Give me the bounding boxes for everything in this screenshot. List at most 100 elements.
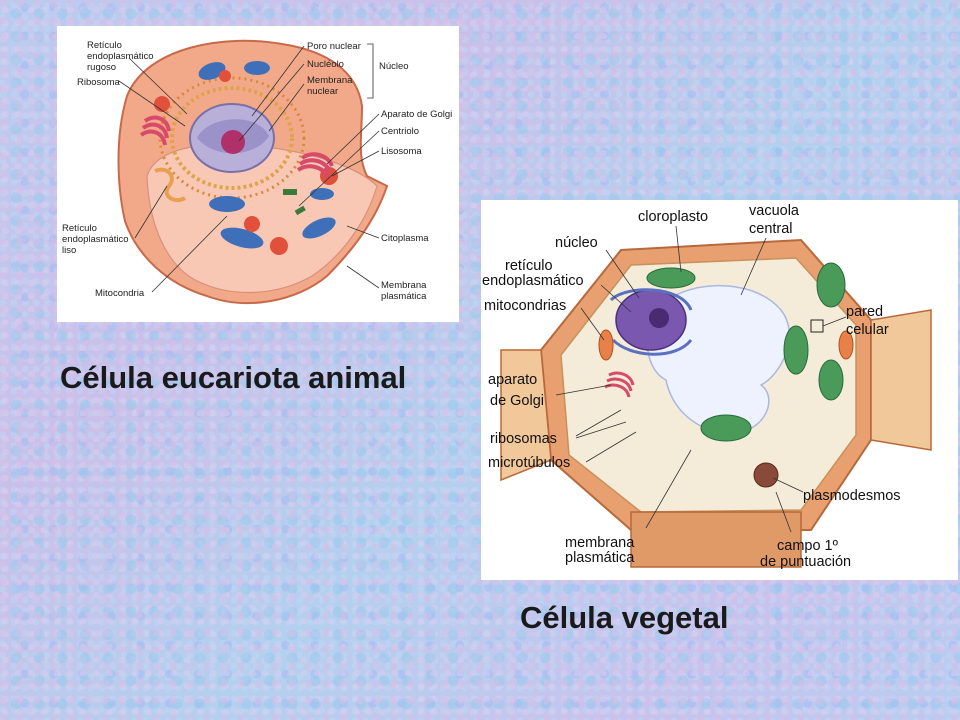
p-leader-pit-field [775,491,792,533]
label-golgi: Aparato de Golgi [381,109,452,120]
label-plasma-membrane-2: plasmática [381,291,427,302]
neighbour-cell-right [870,309,932,451]
label-smooth-er-2: endoplasmático [62,234,129,245]
p-label-plasmodesmata: plasmodesmos [803,488,901,504]
mitochondrion [310,188,334,200]
label-centriole: Centriolo [381,126,419,137]
leader-rer [128,57,188,115]
label-cytoplasm: Citoplasma [381,233,429,244]
p-leader-plasmodesmata [772,477,804,493]
mitochondrion [209,196,245,212]
p-label-ribosomes: ribosomas [490,431,557,447]
p-label-er-2: endoplasmático [482,273,584,289]
plant-nucleolus [649,308,669,328]
p-leader-chloroplast [675,225,682,273]
chloroplast [783,325,809,375]
mitochondrion [302,217,336,239]
neighbour-cell-left [500,349,552,482]
leader-nucleolus [238,63,305,142]
centriole [294,205,306,216]
p-label-pit-field-1: campo 1º [777,538,839,554]
lysosome [270,237,288,255]
chloroplast [818,359,844,401]
leader-lysosome [331,150,380,177]
plant-golgi [604,371,635,398]
label-rer-3: rugoso [87,62,116,73]
label-nuclear-pore: Poro nuclear [307,41,361,52]
mitochondrion [220,227,264,249]
label-nucleolus: Nucléolo [307,59,344,70]
p-leader-mito [580,307,605,341]
lysosome [154,96,170,112]
chloroplast [700,414,752,442]
leader-centriole [298,130,380,207]
p-label-nucleus: núcleo [555,235,598,251]
nucleolus [221,130,245,154]
p-label-wall-1: pared [846,304,883,320]
label-smooth-er-3: liso [62,245,76,256]
plasmodesmata [753,462,779,488]
p-leader-er [600,284,632,313]
rough-er [170,86,294,190]
p-label-vacuole-1: vacuola [749,203,800,219]
p-label-microtubules: microtúbulos [488,455,570,471]
chloroplast [646,267,696,289]
p-leader-membrane [645,449,692,529]
plant-mitochondrion [838,330,854,360]
golgi-apparatus-left [139,115,171,146]
cell-wall-base [630,511,802,568]
mitochondrion [244,61,270,75]
label-lysosome: Lisosoma [381,146,422,157]
p-label-er-1: retículo [505,258,553,274]
leader-plasma-membrane [346,265,380,289]
mitochondrion [198,62,226,80]
leader-smooth-er [134,185,168,239]
plant-cell-illustration: cloroplasto vacuola central núcleo retíc… [482,203,932,570]
cytoplasm [146,143,378,294]
p-leader-golgi [555,384,612,396]
smooth-er [154,167,187,203]
chloroplast [816,262,846,308]
plant-cell-diagram: cloroplasto vacuola central núcleo retíc… [481,200,958,580]
p-leader-microtubules [585,431,637,463]
p-label-golgi-2: de Golgi [490,393,544,409]
leader-mitochondria [151,215,228,293]
label-plasma-membrane-1: Membrana [381,280,427,291]
plant-cell-caption: Célula vegetal [520,600,729,635]
p-label-membrane-2: plasmática [565,550,635,566]
lysosome [219,70,231,82]
label-nuclear-membrane-2: nuclear [307,86,338,97]
p-label-pit-field-2: de puntuación [760,554,851,570]
lysosome [244,216,260,232]
p-label-vacuole-2: central [749,221,793,237]
p-leader-wall [822,316,847,327]
label-rer-2: endoplasmático [87,51,154,62]
label-rer-1: Retículo [87,40,122,51]
p-leader-nucleus [605,249,640,299]
golgi-apparatus [296,152,334,179]
p-label-mitochondria: mitocondrias [484,298,566,314]
leader-cytoplasm [346,225,380,239]
p-leader-ribosomes [575,409,627,439]
plant-er [609,288,693,356]
centriole [283,189,297,195]
leader-ribosome [118,80,186,127]
nucleus-bracket [367,43,374,99]
leader-nuclear-pore [251,45,305,117]
label-nuclear-membrane-1: Membrana [307,75,353,86]
label-nucleus: Núcleo [379,61,409,72]
label-smooth-er-1: Retículo [62,223,97,234]
animal-cell-diagram: Retículo endoplasmático rugoso Ribosoma … [57,26,459,322]
plant-mitochondrion [598,329,614,361]
animal-cell-illustration: Retículo endoplasmático rugoso Ribosoma … [62,39,452,305]
p-label-membrane-1: membrana [565,535,635,551]
label-mitochondria: Mitocondria [95,288,145,299]
label-ribosome: Ribosoma [77,77,120,88]
p-label-golgi-1: aparato [488,372,537,388]
p-label-chloroplast: cloroplasto [638,209,708,225]
p-label-wall-2: celular [846,322,889,338]
animal-cell-caption: Célula eucariota animal [60,360,407,395]
p-leader-vacuole [740,237,767,296]
leader-golgi [326,113,380,165]
leader-nuclear-membrane [268,83,305,132]
